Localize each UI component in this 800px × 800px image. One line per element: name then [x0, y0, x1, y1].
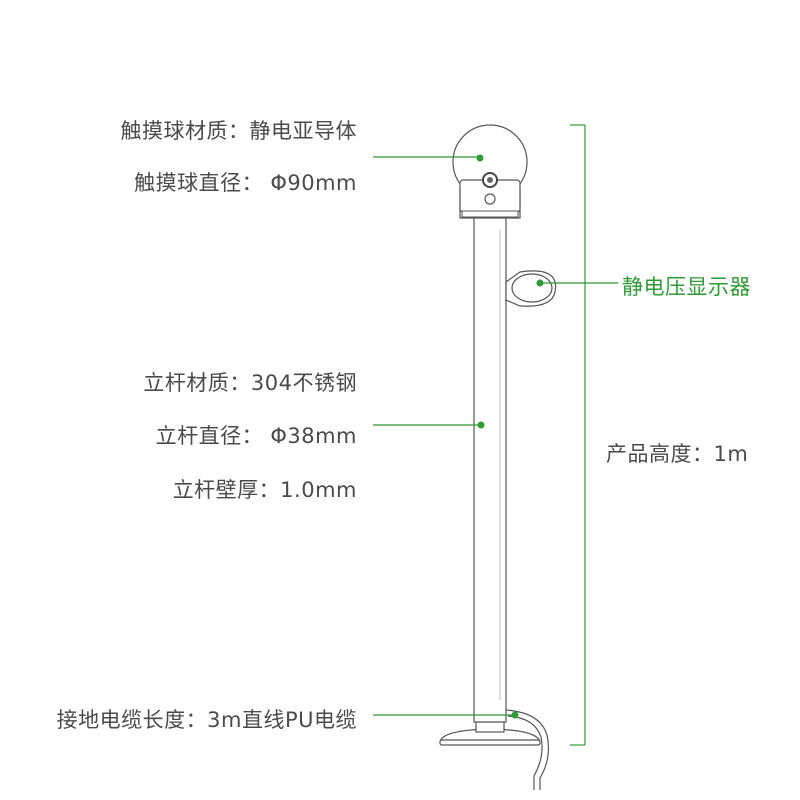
- pole-dot: [477, 421, 485, 429]
- ground-cable: [504, 709, 550, 790]
- display-label: 静电压显示器: [622, 275, 751, 299]
- cable-length-label: 接地电缆长度：3m直线PU电缆: [56, 708, 357, 732]
- pole-diameter-label: 立杆直径： Φ38mm: [155, 424, 357, 448]
- height-bracket: [570, 124, 586, 746]
- pole-thickness-label: 立杆壁厚：1.0mm: [172, 478, 357, 502]
- leader-dots: [476, 154, 544, 719]
- base-plate: [439, 721, 541, 746]
- pole: [473, 215, 507, 723]
- cable-dot: [511, 711, 519, 719]
- ball-dot: [476, 154, 484, 162]
- product-height-label: 产品高度：1m: [606, 442, 749, 466]
- voltage-display: [505, 270, 557, 307]
- ball-diameter-label: 触摸球直径： Φ90mm: [134, 171, 357, 195]
- touch-ball-head: [452, 124, 528, 219]
- ball-material-label: 触摸球材质：静电亚导体: [120, 119, 357, 143]
- leader-lines: [373, 156, 618, 716]
- pole-material-label: 立杆材质：304不锈钢: [143, 371, 357, 395]
- display-dot: [536, 279, 544, 287]
